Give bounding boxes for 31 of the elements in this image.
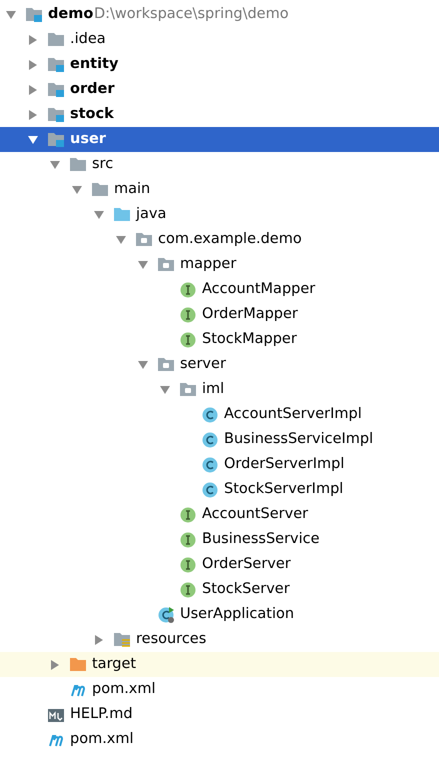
tree-item-label: pom.xml [70,730,134,749]
tree-item-label: BusinessServiceImpl [224,430,374,449]
tree-item-label: entity [70,55,118,74]
tree-item-label: stock [70,105,114,124]
tree-item-label: iml [202,380,224,399]
tree-item-label: StockMapper [202,330,297,349]
tree-item-label: StockServer [202,580,290,599]
tree-item-label: mapper [180,255,236,274]
tree-item-label: demo [48,5,94,24]
tree-item-label: OrderMapper [202,305,298,324]
path-text: D:\workspace\spring\demo [94,5,289,24]
tree-item-label: AccountMapper [202,280,316,299]
tree-item-label: user [70,130,106,149]
tree-item-label: StockServerImpl [224,480,344,499]
tree-item-label: resources [136,630,206,649]
tree-item-label: pom.xml [92,680,156,699]
tree-item-label: UserApplication [180,605,294,624]
tree-item-label: HELP.md [70,705,133,724]
tree-item-label: BusinessService [202,530,320,549]
tree-item-label: server [180,355,226,374]
tree-item-label: target [92,655,136,674]
tree-item-label: AccountServer [202,505,308,524]
tree-item-label: main [114,180,150,199]
tree-item-label: AccountServerImpl [224,405,362,424]
tree-item-label: src [92,155,114,174]
tree-item-label: OrderServerImpl [224,455,344,474]
tree-item-label: .idea [70,30,106,49]
tree-item-label: com.example.demo [158,230,302,249]
tree-item-label: java [136,205,166,224]
tree-item-label: OrderServer [202,555,291,574]
tree-item-label: order [70,80,114,99]
